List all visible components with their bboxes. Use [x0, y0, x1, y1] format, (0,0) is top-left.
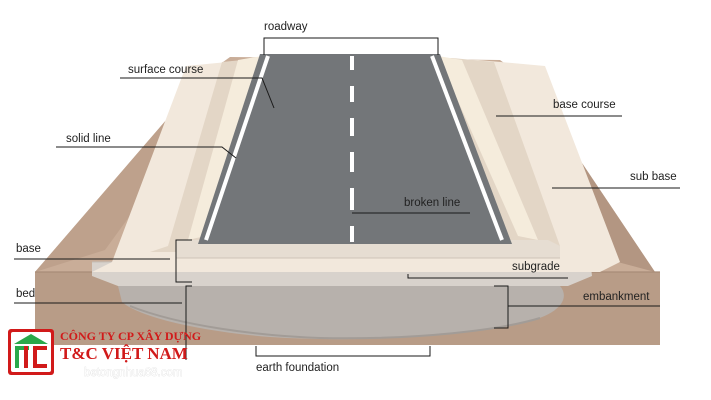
company-name-line1: CÔNG TY CP XÂY DỰNG [60, 329, 201, 343]
company-name-line2: T&C VIỆT NAM [60, 344, 188, 363]
earth-foundation-shape [118, 286, 564, 340]
base-slab-front [176, 240, 560, 258]
asphalt-surface [198, 54, 512, 244]
label-subgrade: subgrade [512, 261, 560, 273]
embankment-bracket [494, 285, 509, 329]
label-bed: bed [16, 288, 35, 300]
label-base-course: base course [553, 99, 616, 111]
tc-building-logo [8, 329, 54, 375]
company-website: betongnhua68.com [84, 367, 182, 379]
solid-line-left [204, 55, 270, 241]
label-surface-course: surface course [128, 64, 203, 76]
right-shoulder [438, 56, 538, 240]
bed-bracket [185, 285, 192, 360]
watermark: CÔNG TY CP XÂY DỰNG T&C VIỆT NAM betongn… [8, 329, 201, 379]
label-solid-line: solid line [66, 133, 111, 145]
label-earth-foundation: earth foundation [256, 362, 339, 374]
label-embankment: embankment [583, 291, 650, 303]
label-base: base [16, 243, 41, 255]
label-roadway: roadway [264, 21, 308, 33]
label-broken-line: broken line [404, 197, 460, 209]
leader-lines [14, 37, 680, 360]
solid-line-right [430, 55, 504, 241]
left-shoulder [188, 56, 262, 240]
diagram-labels: roadway surface course solid line base b… [16, 21, 677, 374]
roadway-bracket [263, 37, 439, 55]
solid-line-leader [56, 146, 237, 159]
label-sub-base: sub base [630, 171, 677, 183]
surface-course-leader [120, 77, 275, 109]
base-bracket [175, 239, 192, 283]
subgrade-leader [407, 274, 568, 279]
earth-foundation-bracket [255, 346, 431, 357]
